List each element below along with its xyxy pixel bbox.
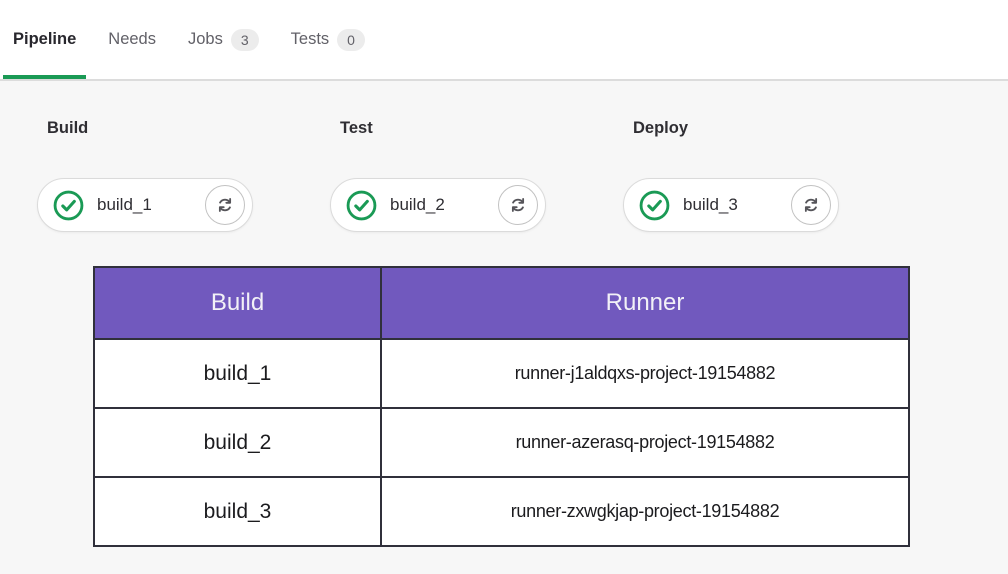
check-circle-icon	[53, 190, 84, 221]
check-circle-icon	[639, 190, 670, 221]
retry-icon	[507, 194, 529, 216]
table-header-build: Build	[93, 266, 382, 340]
retry-job-button[interactable]	[205, 185, 245, 225]
retry-icon	[800, 194, 822, 216]
build-name-cell: build_3	[93, 476, 382, 547]
tab-jobs-label: Jobs	[187, 30, 223, 48]
pipeline-tab-bar: Pipeline Needs Jobs 3 Tests 0	[0, 0, 1008, 81]
stage-test-title: Test	[340, 119, 373, 137]
table-header-runner: Runner	[380, 266, 910, 340]
tests-count-badge: 0	[337, 28, 365, 51]
job-pill-build_3[interactable]: build_3	[623, 178, 839, 232]
tab-needs[interactable]: Needs	[98, 0, 166, 79]
table-header-row: Build Runner	[93, 266, 910, 340]
tab-pipeline-label: Pipeline	[13, 30, 77, 48]
stage-deploy: Deploy build_3	[623, 119, 839, 232]
runner-name-cell: runner-azerasq-project-19154882	[380, 407, 910, 478]
retry-job-button[interactable]	[498, 185, 538, 225]
job-name: build_1	[97, 195, 152, 214]
job-name: build_2	[390, 195, 445, 214]
runner-name-cell: runner-zxwgkjap-project-19154882	[380, 476, 910, 547]
table-row: build_2 runner-azerasq-project-19154882	[93, 407, 910, 478]
job-name: build_3	[683, 195, 738, 214]
table-row: build_3 runner-zxwgkjap-project-19154882	[93, 476, 910, 547]
runner-name-cell: runner-j1aldqxs-project-19154882	[380, 338, 910, 409]
tab-tests[interactable]: Tests 0	[281, 0, 375, 79]
pipeline-graph-area: Build build_1	[0, 81, 1008, 574]
tab-jobs[interactable]: Jobs 3	[178, 0, 269, 79]
table-row: build_1 runner-j1aldqxs-project-19154882	[93, 338, 910, 409]
build-name-cell: build_1	[93, 338, 382, 409]
tab-pipeline[interactable]: Pipeline	[3, 0, 87, 79]
build-name-cell: build_2	[93, 407, 382, 478]
tab-tests-label: Tests	[290, 30, 330, 48]
check-circle-icon	[346, 190, 377, 221]
build-runner-table: Build Runner build_1 runner-j1aldqxs-pro…	[93, 266, 910, 547]
tab-needs-label: Needs	[108, 30, 156, 48]
stage-build: Build build_1	[37, 119, 253, 232]
stage-test: Test build_2	[330, 119, 546, 232]
job-pill-build_2[interactable]: build_2	[330, 178, 546, 232]
stage-deploy-title: Deploy	[633, 119, 689, 137]
stage-build-title: Build	[47, 119, 89, 137]
pipeline-stages: Build build_1	[0, 81, 1008, 232]
retry-icon	[214, 194, 236, 216]
jobs-count-badge: 3	[230, 28, 259, 51]
job-pill-build_1[interactable]: build_1	[37, 178, 253, 232]
retry-job-button[interactable]	[791, 185, 831, 225]
